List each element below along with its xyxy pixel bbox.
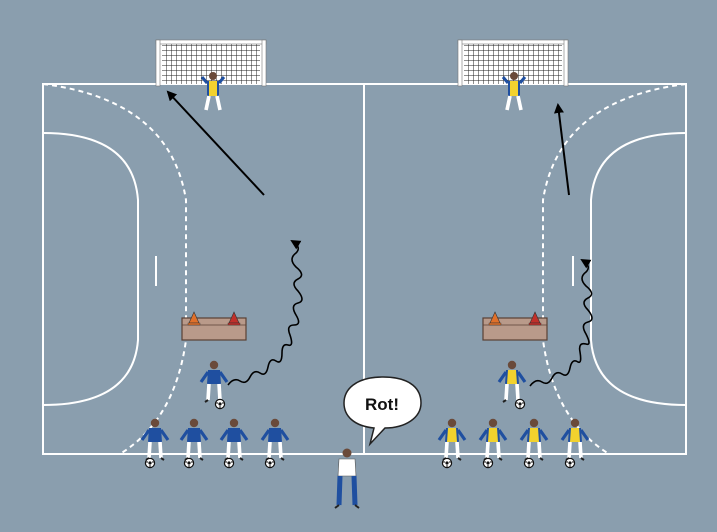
left-dribble-path (227, 239, 303, 386)
ball-icon (564, 457, 576, 469)
left-goal-area-line (42, 132, 139, 406)
left-free-throw-line (42, 83, 187, 455)
speech-bubble: Rot! (343, 376, 422, 447)
coach (334, 448, 360, 509)
ball-icon (214, 398, 226, 410)
ball-icon (183, 457, 195, 469)
ball-icon (482, 457, 494, 469)
ball-icon (441, 457, 453, 469)
ball-icon (223, 457, 235, 469)
speech-bubble-text: Rot! (365, 395, 399, 414)
right-bench (482, 311, 548, 341)
ball-icon (144, 457, 156, 469)
right-shot-arrow-icon (554, 103, 570, 196)
ball-icon (523, 457, 535, 469)
right-goal-area-line (590, 132, 687, 406)
ball-icon (264, 457, 276, 469)
right-dribble-path (529, 258, 593, 387)
left-bench (181, 311, 247, 341)
right-free-throw-line (542, 83, 687, 455)
left-shot-arrow-icon (166, 90, 265, 196)
ball-icon (514, 398, 526, 410)
